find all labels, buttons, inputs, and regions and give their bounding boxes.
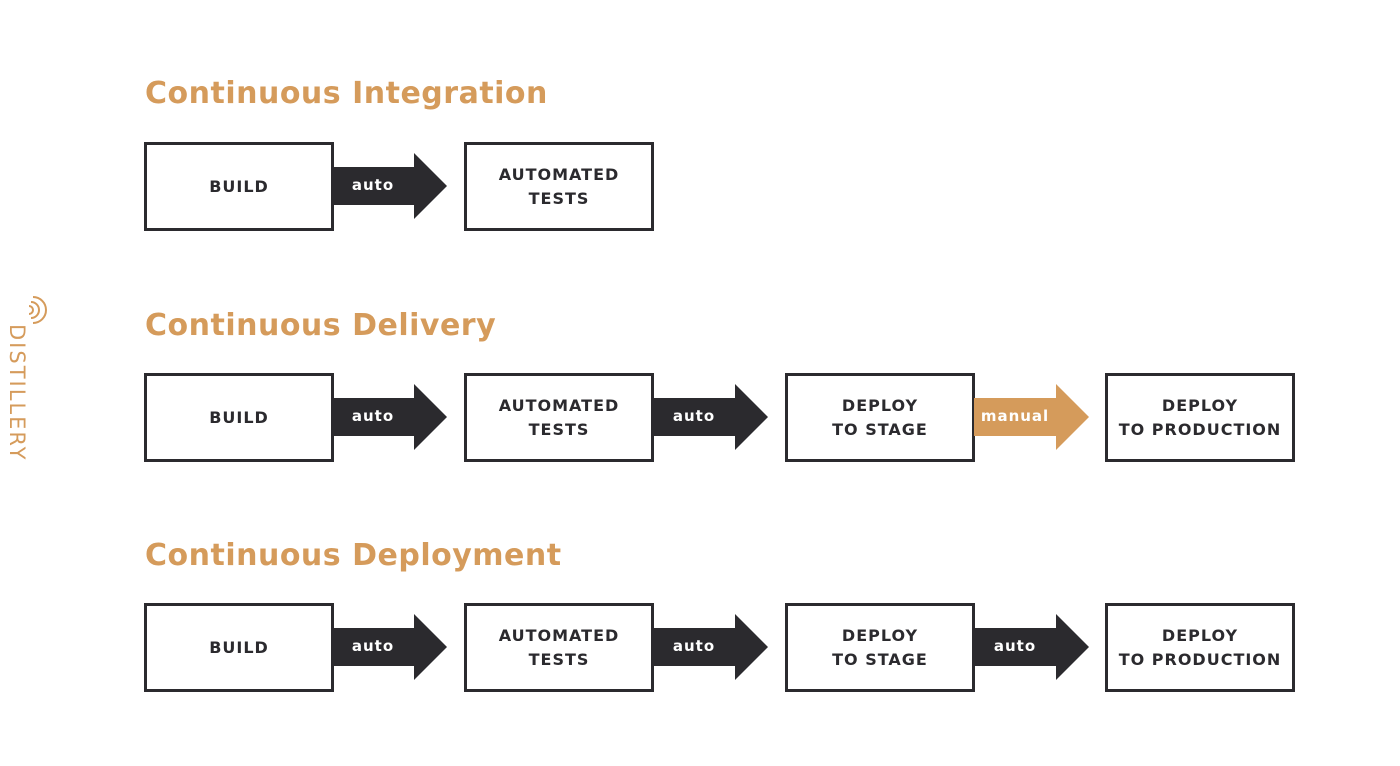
- pipeline-step-box: DEPLOY TO PRODUCTION: [1105, 373, 1295, 462]
- transition-label: auto: [351, 407, 395, 425]
- pipeline-step-box: DEPLOY TO PRODUCTION: [1105, 603, 1295, 692]
- pipeline-step-box: BUILD: [144, 373, 334, 462]
- arrow-shape-icon: [653, 384, 768, 450]
- step-label-line: DEPLOY: [841, 625, 919, 645]
- arrow-shape-icon: [332, 153, 447, 219]
- step-label-line: TO PRODUCTION: [1118, 419, 1282, 439]
- pipeline-step-box: DEPLOY TO STAGE: [785, 603, 975, 692]
- step-label-line: TESTS: [528, 649, 590, 669]
- section-title: Continuous Integration: [145, 76, 548, 111]
- step-label-line: BUILD: [209, 176, 269, 196]
- brand-name: DISTILLERY: [5, 324, 29, 462]
- distillery-logo-icon: [28, 296, 47, 324]
- transition-label: auto: [351, 637, 395, 655]
- section-title: Continuous Deployment: [145, 538, 562, 573]
- arrow-shape-icon: [974, 614, 1089, 680]
- auto-transition-arrow: auto: [974, 614, 1089, 680]
- pipeline-step-box: BUILD: [144, 603, 334, 692]
- step-label-line: AUTOMATED: [498, 164, 620, 184]
- step-label-line: AUTOMATED: [498, 395, 620, 415]
- step-label-line: BUILD: [209, 637, 269, 657]
- auto-transition-arrow: auto: [653, 384, 768, 450]
- step-label-line: AUTOMATED: [498, 625, 620, 645]
- manual-transition-arrow: manual: [974, 384, 1089, 450]
- auto-transition-arrow: auto: [332, 614, 447, 680]
- step-label-line: BUILD: [209, 407, 269, 427]
- transition-label: auto: [993, 637, 1037, 655]
- arrow-shape-icon: [332, 614, 447, 680]
- step-label-line: TO STAGE: [832, 649, 928, 669]
- transition-label: auto: [672, 407, 716, 425]
- step-label-line: TESTS: [528, 419, 590, 439]
- step-label-line: TO STAGE: [832, 419, 928, 439]
- arrow-shape-icon: [653, 614, 768, 680]
- transition-label: auto: [351, 176, 395, 194]
- auto-transition-arrow: auto: [332, 384, 447, 450]
- step-label-line: DEPLOY: [1161, 395, 1239, 415]
- auto-transition-arrow: auto: [332, 153, 447, 219]
- pipeline-step-box: AUTOMATED TESTS: [464, 142, 654, 231]
- step-label-line: TO PRODUCTION: [1118, 649, 1282, 669]
- step-label-line: DEPLOY: [841, 395, 919, 415]
- auto-transition-arrow: auto: [653, 614, 768, 680]
- step-label-line: TESTS: [528, 188, 590, 208]
- pipeline-step-box: AUTOMATED TESTS: [464, 603, 654, 692]
- pipeline-step-box: DEPLOY TO STAGE: [785, 373, 975, 462]
- brand-mark: [24, 294, 58, 474]
- pipeline-step-box: BUILD: [144, 142, 334, 231]
- arrow-shape-icon: [332, 384, 447, 450]
- step-label-line: DEPLOY: [1161, 625, 1239, 645]
- pipeline-step-box: AUTOMATED TESTS: [464, 373, 654, 462]
- arrow-shape-icon: [974, 384, 1089, 450]
- section-title: Continuous Delivery: [145, 308, 497, 343]
- transition-label: auto: [672, 637, 716, 655]
- transition-label: manual: [980, 407, 1050, 425]
